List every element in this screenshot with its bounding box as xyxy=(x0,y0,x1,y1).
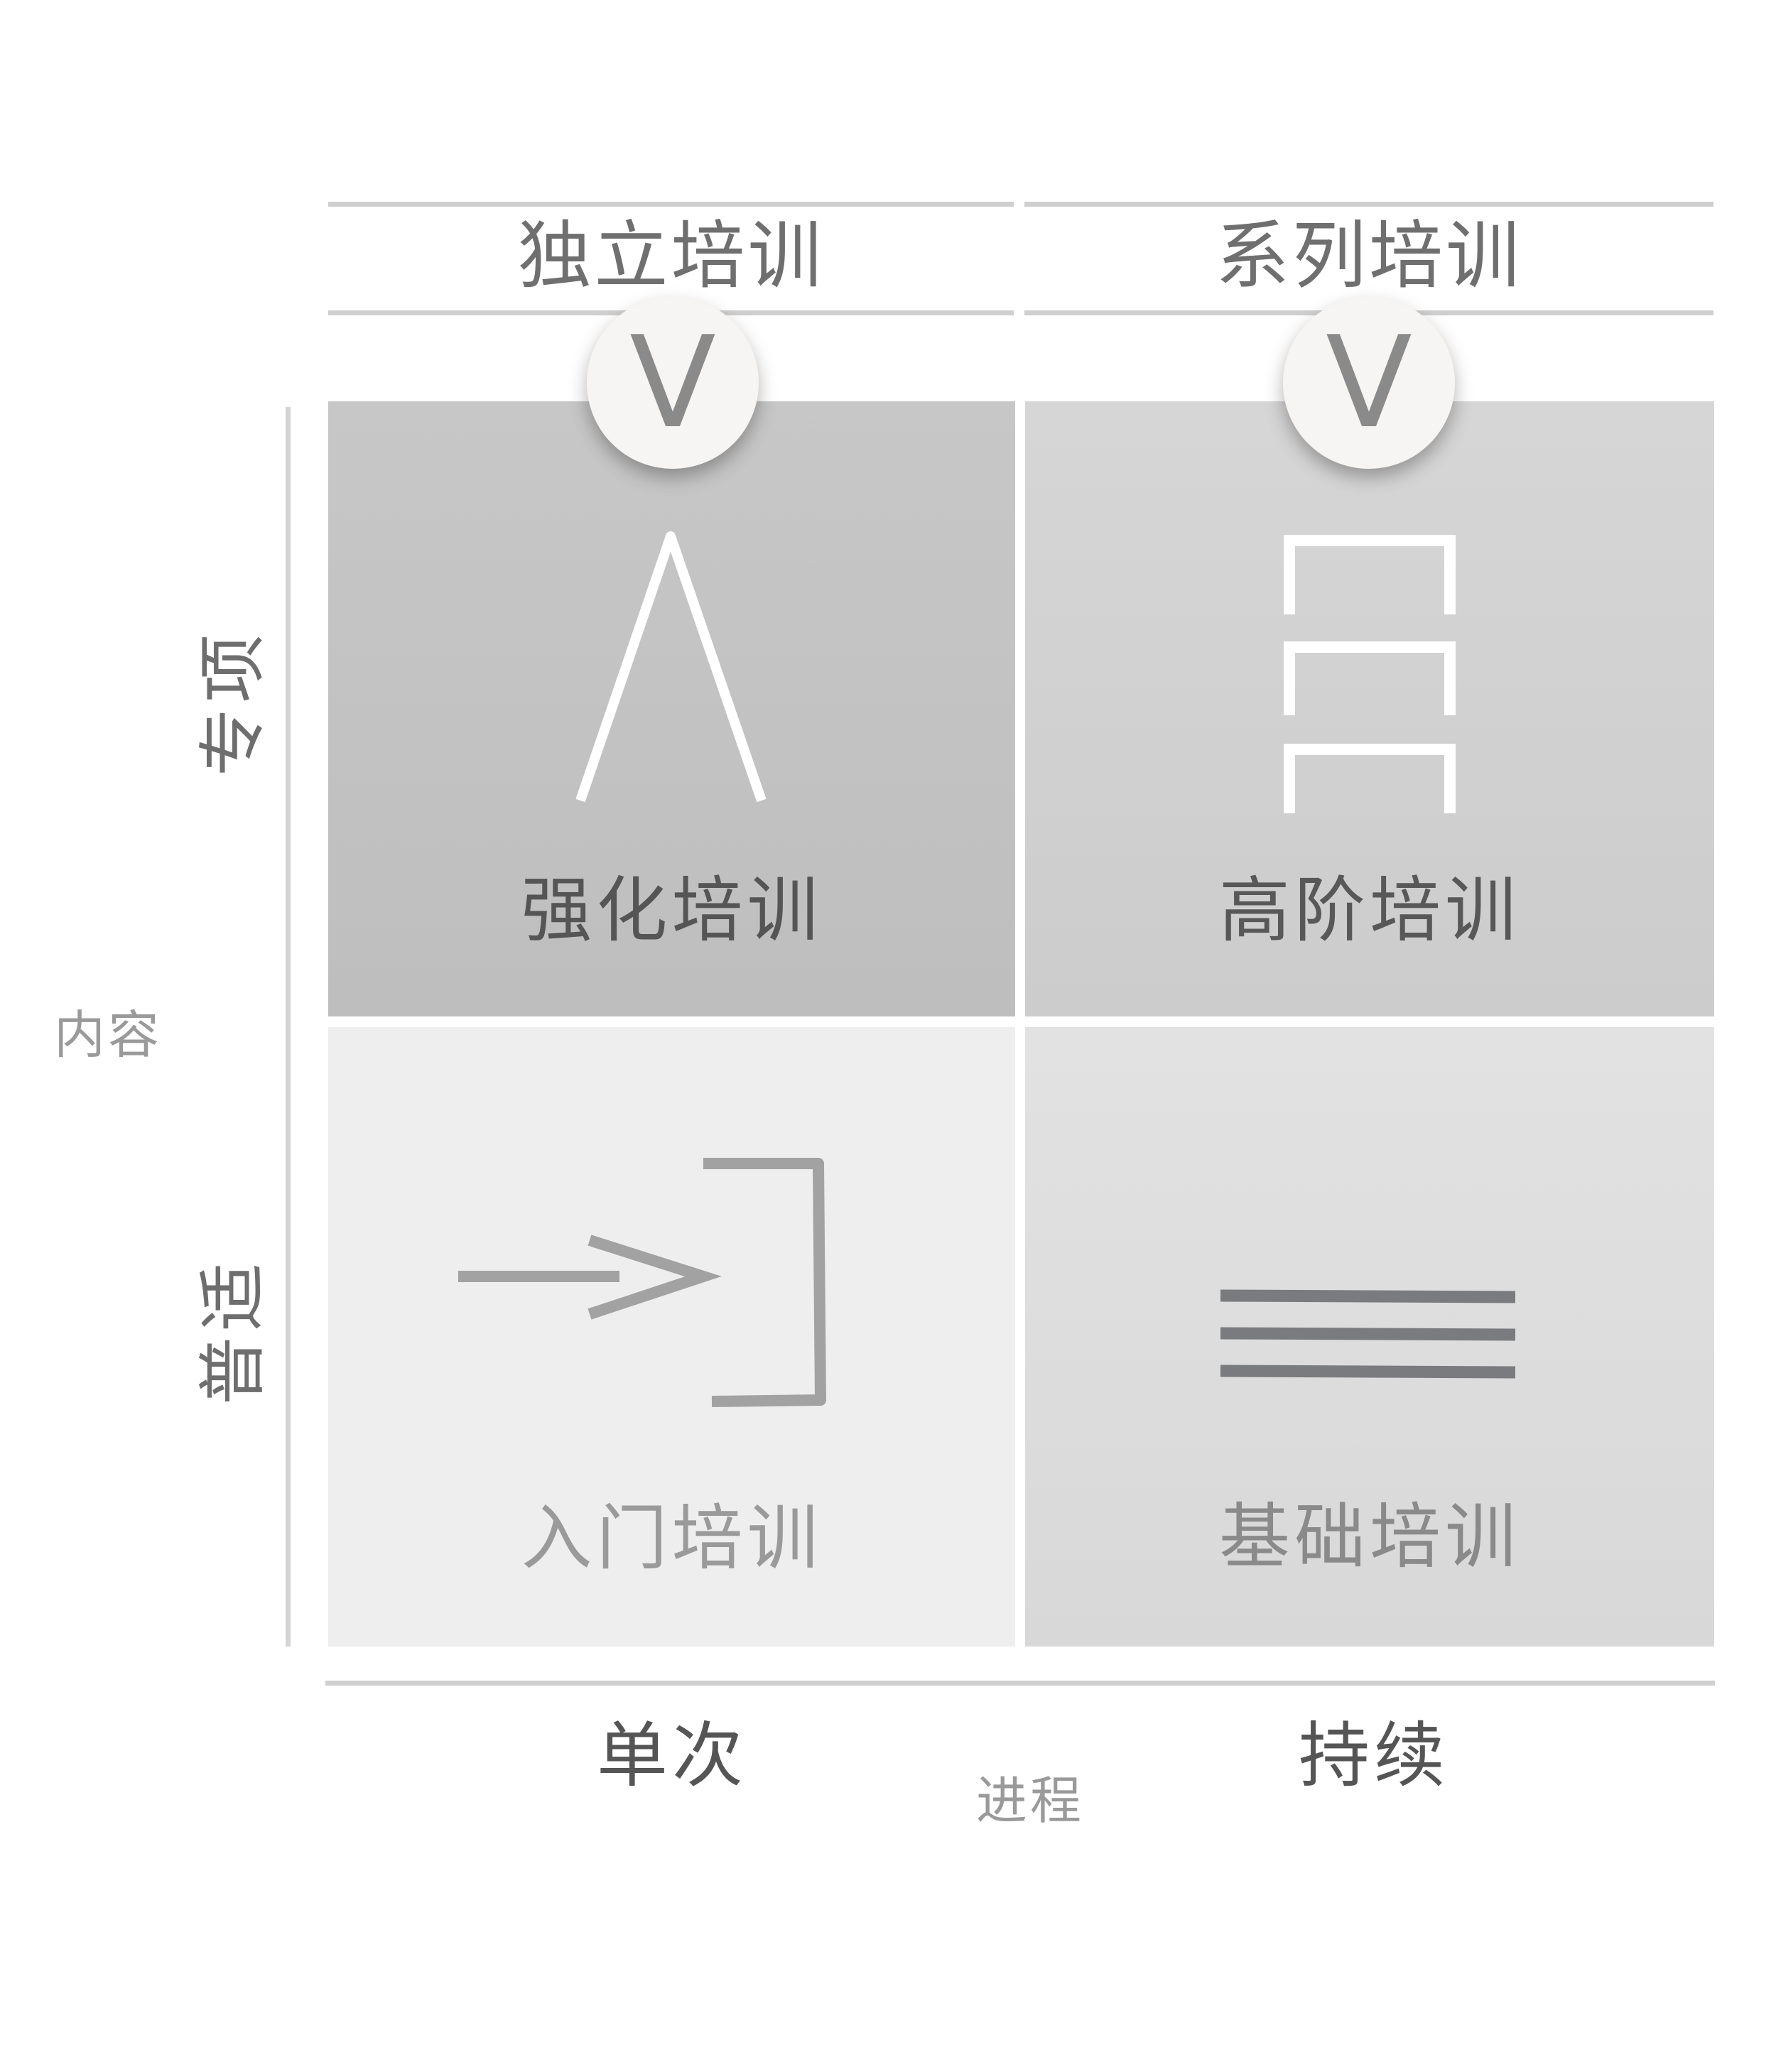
row-label-specialized: 专项 xyxy=(193,629,273,776)
arrow-into-bracket-icon xyxy=(458,1158,826,1407)
col-label-single: 单次 xyxy=(597,1714,747,1797)
y-axis-line xyxy=(286,407,291,1647)
quadrant-label: 入门培训 xyxy=(521,1497,823,1580)
col-label-continuous: 持续 xyxy=(1299,1714,1449,1797)
lambda-peak-icon xyxy=(575,531,767,803)
x-axis-line xyxy=(325,1681,1715,1686)
badge-v-glyph: V xyxy=(629,309,716,456)
header-standalone-training: 独立培训 xyxy=(517,212,825,299)
quadrant-label: 基础培训 xyxy=(1219,1495,1520,1578)
quadrant-intensive-training: 强化培训 xyxy=(328,401,1015,1016)
three-lines-icon xyxy=(1220,1289,1516,1379)
quadrant-basic-training: 基础培训 xyxy=(1025,1027,1714,1647)
quadrant-advanced-training: 高阶培训 xyxy=(1025,401,1714,1016)
header-top-rule-right xyxy=(1024,202,1713,207)
standalone-badge: V xyxy=(587,297,759,469)
stacked-steps-icon xyxy=(1284,535,1456,813)
x-axis-title: 进程 xyxy=(976,1771,1085,1830)
series-badge: V xyxy=(1283,297,1455,469)
quadrant-label: 高阶培训 xyxy=(1219,869,1520,952)
row-label-universal: 普适 xyxy=(193,1257,273,1405)
header-top-rule-left xyxy=(328,202,1014,207)
y-axis-title: 内容 xyxy=(54,1005,163,1065)
header-series-training: 系列培训 xyxy=(1215,212,1522,299)
quadrant-label: 强化培训 xyxy=(521,869,823,952)
badge-v-glyph: V xyxy=(1326,309,1412,456)
quadrant-introductory-training: 入门培训 xyxy=(328,1027,1015,1647)
